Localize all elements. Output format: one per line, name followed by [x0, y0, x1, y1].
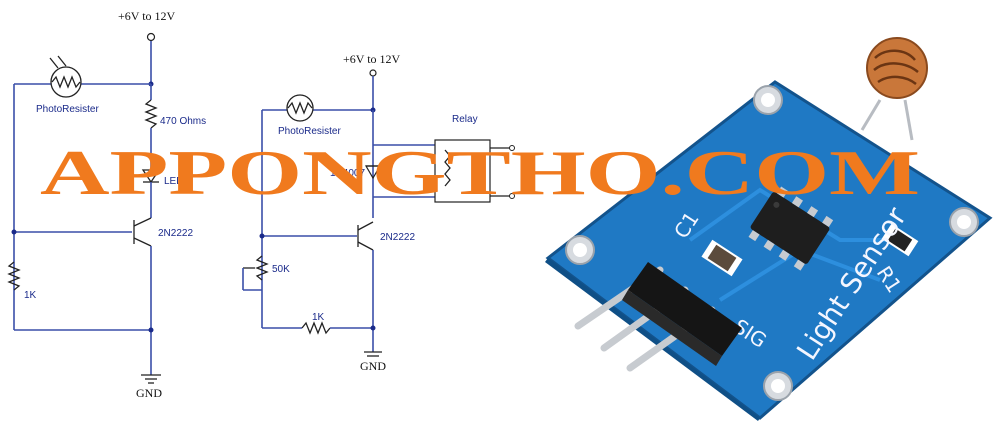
ic-pin [748, 230, 760, 242]
left-transistor-label: 2N2222 [158, 228, 193, 239]
right-relay-box [434, 139, 491, 203]
ic-pin1-marker [773, 201, 780, 208]
left-r470-label: 470 Ohms [160, 116, 206, 127]
right-photoresistor-zigzag [287, 101, 313, 115]
left-r1k-label: 1K [24, 290, 37, 301]
left-led-symbol [141, 169, 161, 184]
ldr-lead-2 [903, 99, 914, 141]
ic-pin [763, 239, 775, 251]
left-junction-base [11, 229, 17, 235]
left-transistor-collector [133, 217, 152, 227]
left-r470-symbol [144, 99, 158, 129]
pin-header [574, 262, 742, 372]
right-circuit: +6V to 12V PhotoResister 1N4007 Relay 2N… [242, 52, 515, 373]
capacitor-body [707, 244, 737, 272]
left-photoresistor-label: PhotoResister [36, 104, 99, 115]
right-relay-terminal-2 [509, 193, 515, 199]
ic-body [750, 192, 830, 264]
right-ground-label: GND [360, 359, 386, 373]
left-supply-label: +6V to 12V [118, 9, 176, 23]
ic-pin [791, 196, 803, 208]
ic-pin [776, 186, 788, 198]
light-sensor-board: C1 R1 Light Sensor SIG [545, 37, 993, 421]
ldr-track [873, 49, 919, 86]
right-relay-label: Relay [452, 114, 478, 125]
right-diode-label: 1N4007 [330, 168, 365, 179]
mounting-hole-right-inner [957, 215, 971, 229]
mounting-hole-top-inner [761, 93, 775, 107]
capacitor-c1 [701, 239, 743, 277]
right-r1k-symbol [301, 321, 331, 335]
right-relay-terminal-1 [509, 145, 515, 151]
right-supply-terminal [369, 69, 377, 77]
header-plastic [628, 262, 742, 356]
right-r1k-label: 1K [312, 312, 325, 323]
right-relay-coil [444, 149, 451, 187]
mounting-hole-left-inner [573, 243, 587, 257]
right-transistor-collector [357, 221, 374, 231]
left-led-label: LED [164, 176, 183, 187]
resistor-r1 [881, 223, 919, 257]
right-junction-bottom [370, 325, 376, 331]
right-pot-symbol [255, 255, 269, 281]
ic-pin [793, 259, 805, 271]
left-light-arrow-1 [49, 57, 59, 69]
resistor-body [887, 228, 913, 252]
left-r1k-symbol [7, 261, 21, 291]
right-pot-label: 50K [272, 264, 290, 275]
ic-pin [822, 215, 834, 227]
ldr-lead-1 [860, 99, 882, 131]
ic-pin [778, 249, 790, 261]
pcb-edge [545, 258, 760, 421]
right-supply-label: +6V to 12V [343, 52, 401, 66]
header-plastic-side [622, 290, 722, 366]
left-supply-terminal [146, 32, 156, 42]
ic-pin [807, 206, 819, 218]
left-junction-bottom [148, 327, 154, 333]
left-ground-label: GND [136, 386, 162, 400]
left-transistor-emitter [133, 237, 152, 247]
right-photoresistor-label: PhotoResister [278, 126, 341, 137]
right-transistor-emitter [357, 241, 374, 251]
right-photoresistor-symbol [286, 94, 314, 122]
watermark: APPONGTHO.COM [40, 137, 920, 208]
mounting-hole-bottom-inner [771, 379, 785, 393]
ic-chip [748, 186, 834, 271]
left-photoresistor-zigzag [51, 75, 81, 89]
left-light-arrow-2 [57, 55, 67, 67]
right-junction-base [259, 233, 265, 239]
left-circuit: +6V to 12V PhotoResister 470 Ohms LED 2N… [7, 9, 206, 400]
right-transistor-label: 2N2222 [380, 232, 415, 243]
